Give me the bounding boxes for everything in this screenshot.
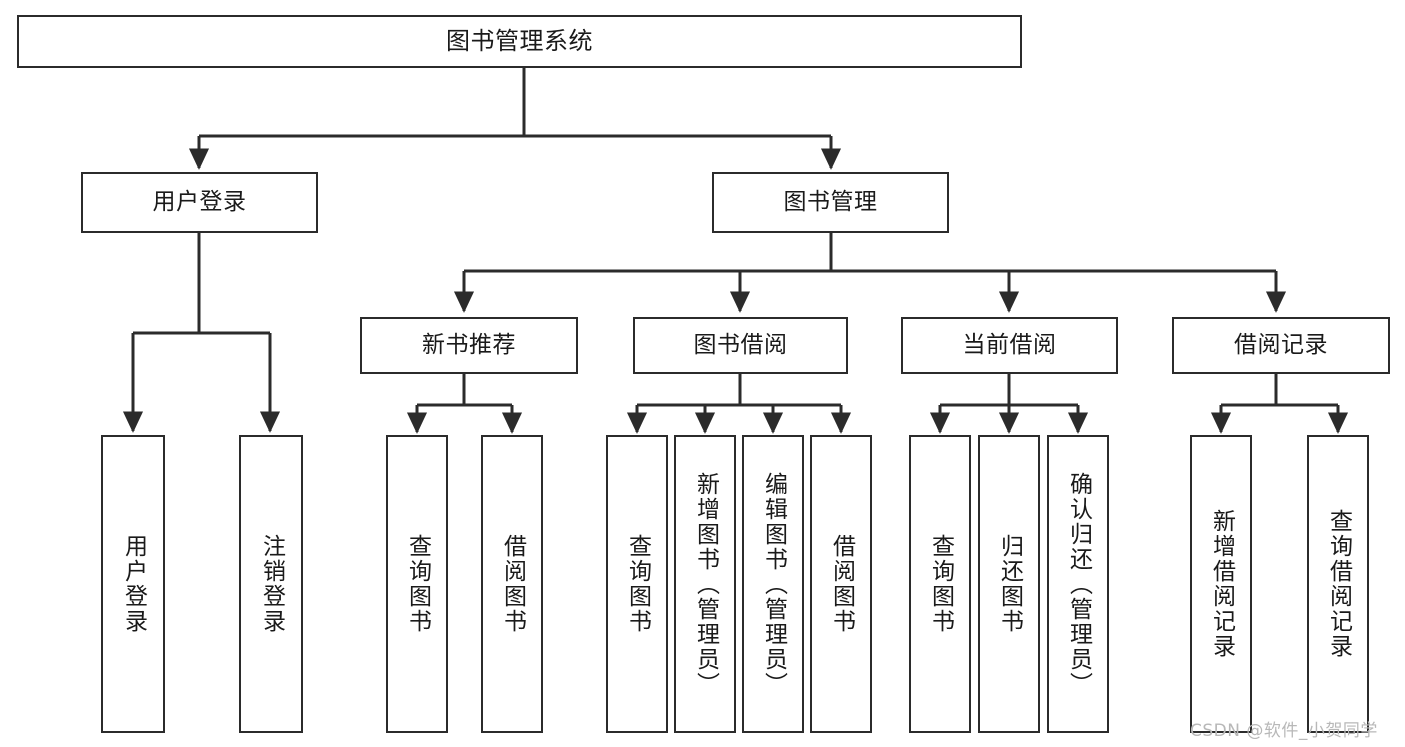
node-book-borrow[interactable]: 图书借阅	[633, 317, 848, 374]
leaf-book-borrow-borrow-book[interactable]: 借阅图书	[810, 435, 872, 733]
leaf-book-borrow-query-book[interactable]: 查询图书	[606, 435, 668, 733]
node-label: 新增图书（管理员）	[692, 471, 719, 697]
node-user-login[interactable]: 用户登录	[81, 172, 318, 233]
node-label: 查询借阅记录	[1325, 509, 1352, 659]
leaf-borrow-record-add-record[interactable]: 新增借阅记录	[1190, 435, 1252, 733]
node-label: 借阅图书	[499, 534, 526, 634]
node-borrow-record[interactable]: 借阅记录	[1172, 317, 1390, 374]
node-label: 用户登录	[120, 534, 147, 634]
leaf-user-login-login[interactable]: 用户登录	[101, 435, 165, 733]
leaf-new-book-borrow-book[interactable]: 借阅图书	[481, 435, 543, 733]
node-label: 图书借阅	[693, 332, 788, 359]
node-label: 查询图书	[624, 534, 651, 634]
leaf-new-book-query-book[interactable]: 查询图书	[386, 435, 448, 733]
leaf-user-login-logout[interactable]: 注销登录	[239, 435, 303, 733]
leaf-book-borrow-edit-book-admin[interactable]: 编辑图书（管理员）	[742, 435, 804, 733]
leaf-current-borrow-return-book[interactable]: 归还图书	[978, 435, 1040, 733]
leaf-current-borrow-query-book[interactable]: 查询图书	[909, 435, 971, 733]
csdn-watermark: CSDN @软件_小贺同学	[1190, 721, 1378, 741]
node-new-book-recommend[interactable]: 新书推荐	[360, 317, 578, 374]
node-label: 确认归还（管理员）	[1065, 471, 1092, 697]
node-label: 新书推荐	[422, 332, 516, 359]
node-label: 查询图书	[404, 534, 431, 634]
node-label: 新增借阅记录	[1208, 509, 1235, 659]
node-book-management[interactable]: 图书管理	[712, 172, 949, 233]
node-label: 注销登录	[258, 534, 285, 634]
node-label: 查询图书	[927, 534, 954, 634]
node-label: 图书管理	[783, 189, 878, 216]
node-label: 借阅记录	[1234, 332, 1328, 359]
node-label: 图书管理系统	[446, 26, 593, 55]
leaf-current-borrow-confirm-return-admin[interactable]: 确认归还（管理员）	[1047, 435, 1109, 733]
node-label: 当前借阅	[962, 332, 1057, 359]
node-label: 借阅图书	[828, 534, 855, 634]
node-label: 用户登录	[152, 189, 247, 216]
node-label: 编辑图书（管理员）	[760, 471, 787, 697]
node-label: 归还图书	[996, 534, 1023, 634]
node-current-borrow[interactable]: 当前借阅	[901, 317, 1118, 374]
leaf-borrow-record-query-record[interactable]: 查询借阅记录	[1307, 435, 1369, 733]
node-root-book-management-system[interactable]: 图书管理系统	[17, 15, 1022, 68]
leaf-book-borrow-add-book-admin[interactable]: 新增图书（管理员）	[674, 435, 736, 733]
